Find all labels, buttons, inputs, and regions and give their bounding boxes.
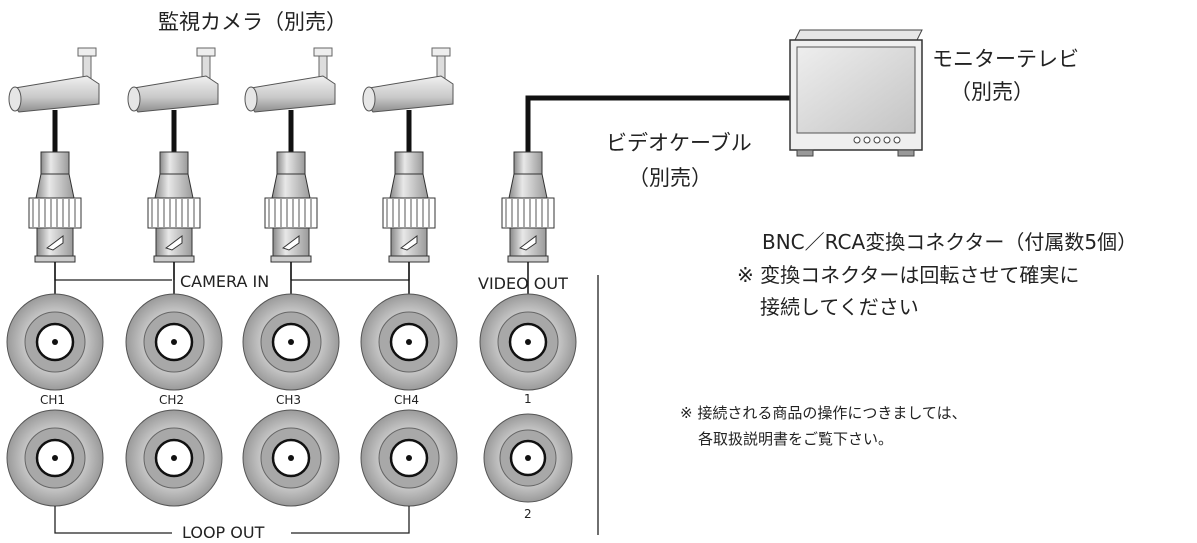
loop-out-bracket — [54, 506, 410, 534]
video-out-port-2: 2 — [524, 507, 532, 521]
jack-ch4-loop — [360, 409, 458, 507]
operation-note-line1: ※ 接続される商品の操作につきましては、 — [680, 404, 967, 422]
bnc-plug-ch4 — [382, 151, 436, 263]
cable-title: ビデオケーブル — [606, 131, 752, 155]
channel-label-ch4: CH4 — [394, 393, 420, 407]
jack-ch2-loop — [125, 409, 223, 507]
camera-3 — [244, 47, 336, 152]
video-out-label: VIDEO OUT — [478, 274, 568, 293]
jack-ch3-in — [242, 293, 340, 391]
camera-icon — [127, 47, 219, 113]
channel-label-ch3: CH3 — [276, 393, 302, 407]
bnc-plug-ch3 — [264, 151, 318, 263]
jack-ch4-in — [360, 293, 458, 391]
monitor-note: （別売） — [950, 80, 1034, 104]
jack-video-out-2 — [483, 413, 573, 503]
monitor-icon — [789, 29, 923, 157]
camera-icon — [362, 47, 454, 113]
operation-note-line2: 各取扱説明書をご覧下さい。 — [698, 430, 894, 448]
camera-icon — [8, 47, 100, 113]
channel-label-ch2: CH2 — [159, 393, 185, 407]
cameras-title: 監視カメラ（別売） — [158, 10, 347, 34]
channel-label-ch1: CH1 — [40, 393, 66, 407]
video-cable — [525, 95, 795, 152]
camera-2 — [127, 47, 219, 152]
bnc-plug-ch1 — [28, 151, 82, 263]
jack-ch1-in — [6, 293, 104, 391]
camera-in-label: CAMERA IN — [176, 272, 274, 291]
adapter-note-line1: BNC／RCA変換コネクター（付属数5個） — [762, 230, 1138, 254]
jack-ch3-loop — [242, 409, 340, 507]
jack-ch1-loop — [6, 409, 104, 507]
loop-out-label: LOOP OUT — [178, 523, 269, 542]
bnc-plug-ch2 — [147, 151, 201, 263]
jack-video-out-1 — [479, 293, 577, 391]
adapter-note-line3: 接続してください — [760, 295, 919, 319]
adapter-note-line2: ※ 変換コネクターは回転させて確実に — [737, 263, 1080, 287]
jack-ch2-in — [125, 293, 223, 391]
camera-1 — [8, 47, 100, 152]
camera-4 — [362, 47, 454, 152]
bnc-plug-video-out — [501, 151, 555, 263]
camera-icon — [244, 47, 336, 113]
cable-note: （別売） — [628, 166, 712, 190]
monitor-title: モニターテレビ — [932, 47, 1079, 71]
video-out-port-1: 1 — [524, 392, 532, 406]
